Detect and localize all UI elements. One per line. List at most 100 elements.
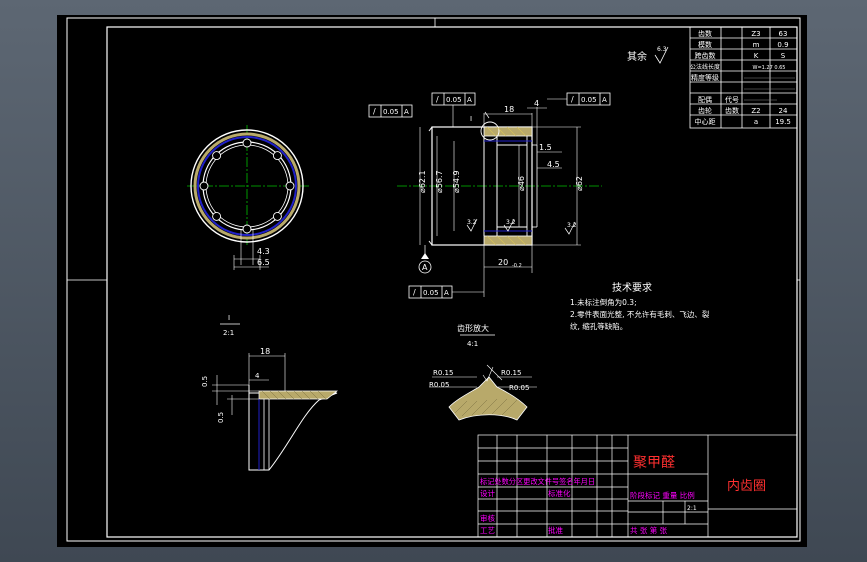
dim-18: 18 — [504, 105, 514, 114]
title-standard: 标准化 — [548, 488, 571, 498]
svg-text:0.05: 0.05 — [581, 96, 597, 104]
param-val-0: 63 — [779, 30, 788, 38]
detail2-r005a: R0.05 — [429, 381, 449, 389]
detail1-dim-18: 18 — [260, 347, 270, 356]
param-name-1: 模数 — [698, 40, 712, 49]
title-process: 工艺 — [480, 526, 495, 535]
title-approve: 批准 — [548, 525, 563, 535]
gear-slot — [285, 181, 295, 191]
end-view — [187, 125, 309, 245]
svg-text:A: A — [602, 96, 607, 104]
param-name-3: 公法线长度 — [690, 63, 720, 71]
param-sym-0: Z3 — [751, 30, 760, 38]
tol-frame-1: / 0.05 A — [368, 104, 413, 118]
gear-slot — [199, 181, 209, 191]
param-val-8: 19.5 — [775, 118, 791, 126]
param-sym-8: a — [754, 118, 758, 126]
gear-slot — [242, 224, 252, 234]
svg-text:0.05: 0.05 — [423, 289, 439, 297]
section-view: ⌀62.1 ⌀56.7 ⌀54.9 ⌀46 ⌀62 18 4 1.5 — [397, 99, 602, 297]
svg-text:/: / — [413, 288, 416, 297]
tol-frame-2: / 0.05 A — [431, 92, 476, 106]
param-sym-2: K — [754, 52, 759, 60]
param-sym-6: 代号 — [725, 95, 739, 104]
detail2-r015b: R0.15 — [501, 369, 521, 377]
svg-text:0.05: 0.05 — [446, 96, 462, 104]
tol-frame-3: / 0.05 A — [566, 92, 611, 106]
param-sym2-2: S — [781, 52, 786, 60]
detail1-scale: 2:1 — [223, 329, 234, 337]
outer-frame — [66, 17, 801, 542]
svg-text:A: A — [467, 96, 472, 104]
title-scale: 2:1 — [687, 505, 697, 512]
drawing-sheet: 齿数 Z3 63 模数 m 0.9 跨齿数 K S 公法线长度 W=1.27 0… — [57, 15, 807, 547]
svg-text:/: / — [571, 95, 574, 104]
parameter-table — [689, 26, 798, 129]
tech-line-2: 2.零件表面光整, 不允许有毛刺、飞边、裂 — [570, 309, 710, 319]
param-name-8: 中心距 — [695, 117, 716, 126]
param-val-1: 0.9 — [777, 41, 788, 49]
detail-view-1: 18 4 0.5 0.5 — [201, 347, 338, 471]
dim-phi62-1: ⌀62.1 — [418, 170, 427, 193]
param-sym-7: 齿数 — [725, 106, 739, 115]
dim-4-3: 4.3 — [257, 247, 270, 256]
param-sym-1: m — [753, 41, 760, 49]
detail1-dim-0-5b: 0.5 — [217, 412, 225, 423]
section-marker: I — [470, 115, 472, 123]
gear-slot — [242, 138, 252, 148]
roughness-other-value: 6.3 — [657, 46, 667, 53]
gear-slot — [212, 211, 222, 221]
param-name-4: 精度等级 — [691, 73, 719, 82]
tol-frame-4: / 0.05 A — [408, 285, 453, 299]
roughness-other-label: 其余 — [627, 50, 647, 63]
title-design: 设计 — [480, 488, 495, 498]
param-name-0: 齿数 — [698, 29, 712, 38]
tech-line-3: 纹, 缩孔等缺陷。 — [570, 321, 627, 331]
roughness-r1: 3.2 — [467, 219, 477, 226]
tech-title: 技术要求 — [612, 281, 652, 294]
dim-4: 4 — [534, 99, 539, 108]
datum-label: A — [422, 263, 428, 272]
dim-6-5: 6.5 — [257, 258, 270, 267]
detail2-scale: 4:1 — [467, 340, 478, 348]
detail1-dim-0-5a: 0.5 — [201, 376, 209, 387]
svg-text:/: / — [373, 107, 376, 116]
dim-4-5: 4.5 — [547, 160, 560, 169]
roughness-other-icon — [654, 46, 669, 64]
param-name-2: 跨齿数 — [695, 51, 716, 60]
title-material: 聚甲醛 — [633, 455, 675, 471]
dim-1-5: 1.5 — [539, 143, 552, 152]
tech-requirements: 技术要求 1.未标注倒角为0.3; 2.零件表面光整, 不允许有毛刺、飞边、裂 … — [570, 281, 710, 331]
detail2-r005b: R0.05 — [509, 384, 529, 392]
svg-text:/: / — [436, 95, 439, 104]
param-name-7: 齿轮 — [698, 106, 712, 115]
svg-text:A: A — [444, 289, 449, 297]
param-val-3: W=1.27 0.65 — [753, 65, 786, 71]
title-part-name: 内齿圈 — [727, 478, 766, 494]
inner-frame — [106, 26, 798, 538]
svg-text:A: A — [404, 108, 409, 116]
title-review: 审核 — [480, 513, 495, 523]
title-sheets: 共 张 第 张 — [630, 525, 668, 535]
gear-slot — [212, 151, 222, 161]
roughness-r3: 3.2 — [567, 222, 577, 229]
drawing-canvas: 齿数 Z3 63 模数 m 0.9 跨齿数 K S 公法线长度 W=1.27 0… — [66, 17, 801, 542]
gear-slot — [272, 151, 282, 161]
title-block — [477, 434, 798, 538]
detail1-dim-4: 4 — [255, 372, 260, 380]
detail2-r015a: R0.15 — [433, 369, 453, 377]
dim-phi62: ⌀62 — [575, 176, 584, 191]
dim-len20: 20 — [498, 258, 508, 267]
param-name-6: 配偶 — [698, 95, 712, 104]
roughness-r2: 3.2 — [506, 219, 516, 226]
dim-len20-tol: -0.2 — [512, 263, 522, 269]
tech-line-1: 1.未标注倒角为0.3; — [570, 297, 637, 307]
dim-phi46: ⌀46 — [517, 176, 526, 191]
svg-text:0.05: 0.05 — [383, 108, 399, 116]
title-stage: 阶段标记 重量 比例 — [630, 490, 695, 500]
detail-view-2: R0.15 R0.05 R0.15 R0.05 — [429, 364, 537, 421]
title-header-row: 标记处数分区更改文件号签名年月日 — [480, 477, 595, 486]
dim-phi56-7: ⌀56.7 — [435, 170, 444, 193]
dim-phi54-9: ⌀54.9 — [452, 170, 461, 193]
